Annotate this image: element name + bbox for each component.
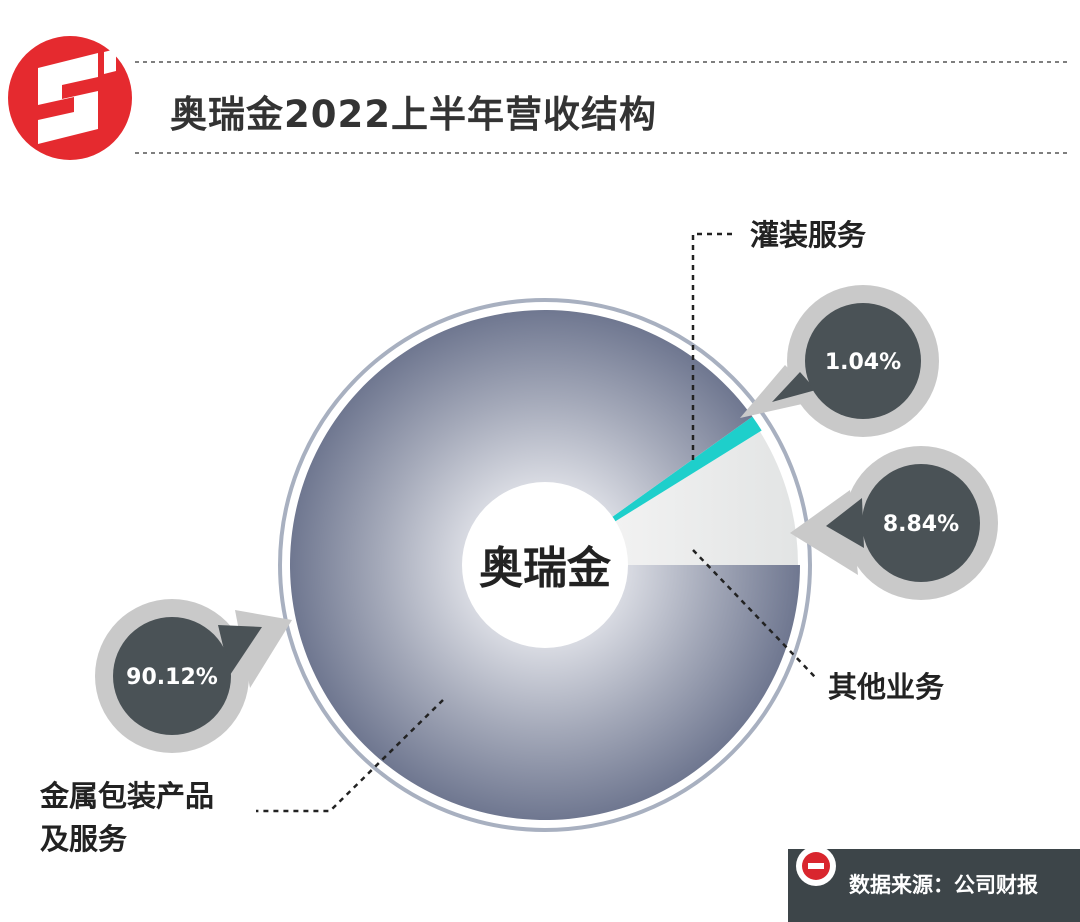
value-label-other: 8.84% [883,512,959,537]
category-label-filling: 灌装服务 [750,218,866,252]
leader-filling [691,232,736,460]
page-title: 奥瑞金2022上半年营收结构 [170,93,657,136]
category-label-metal-line2: 及服务 [40,822,127,856]
category-label-other: 其他业务 [828,670,944,704]
center-label: 奥瑞金 [479,543,612,594]
callout-other: 8.84% [790,446,998,600]
value-label-metal: 90.12% [126,665,218,690]
no-entry-icon [796,846,836,886]
callout-metal: 90.12% [95,599,292,753]
source-bar [788,849,1080,922]
category-label-metal-line1: 金属包装产品 [39,779,214,813]
s-logo-icon [8,36,132,160]
source-text: 数据来源：公司财报 [849,873,1038,897]
outer-ring [278,298,812,832]
value-label-filling: 1.04% [825,350,901,375]
callout-filling: 1.04% [740,285,939,437]
donut-hole [462,482,628,648]
leader-metal [256,699,444,813]
